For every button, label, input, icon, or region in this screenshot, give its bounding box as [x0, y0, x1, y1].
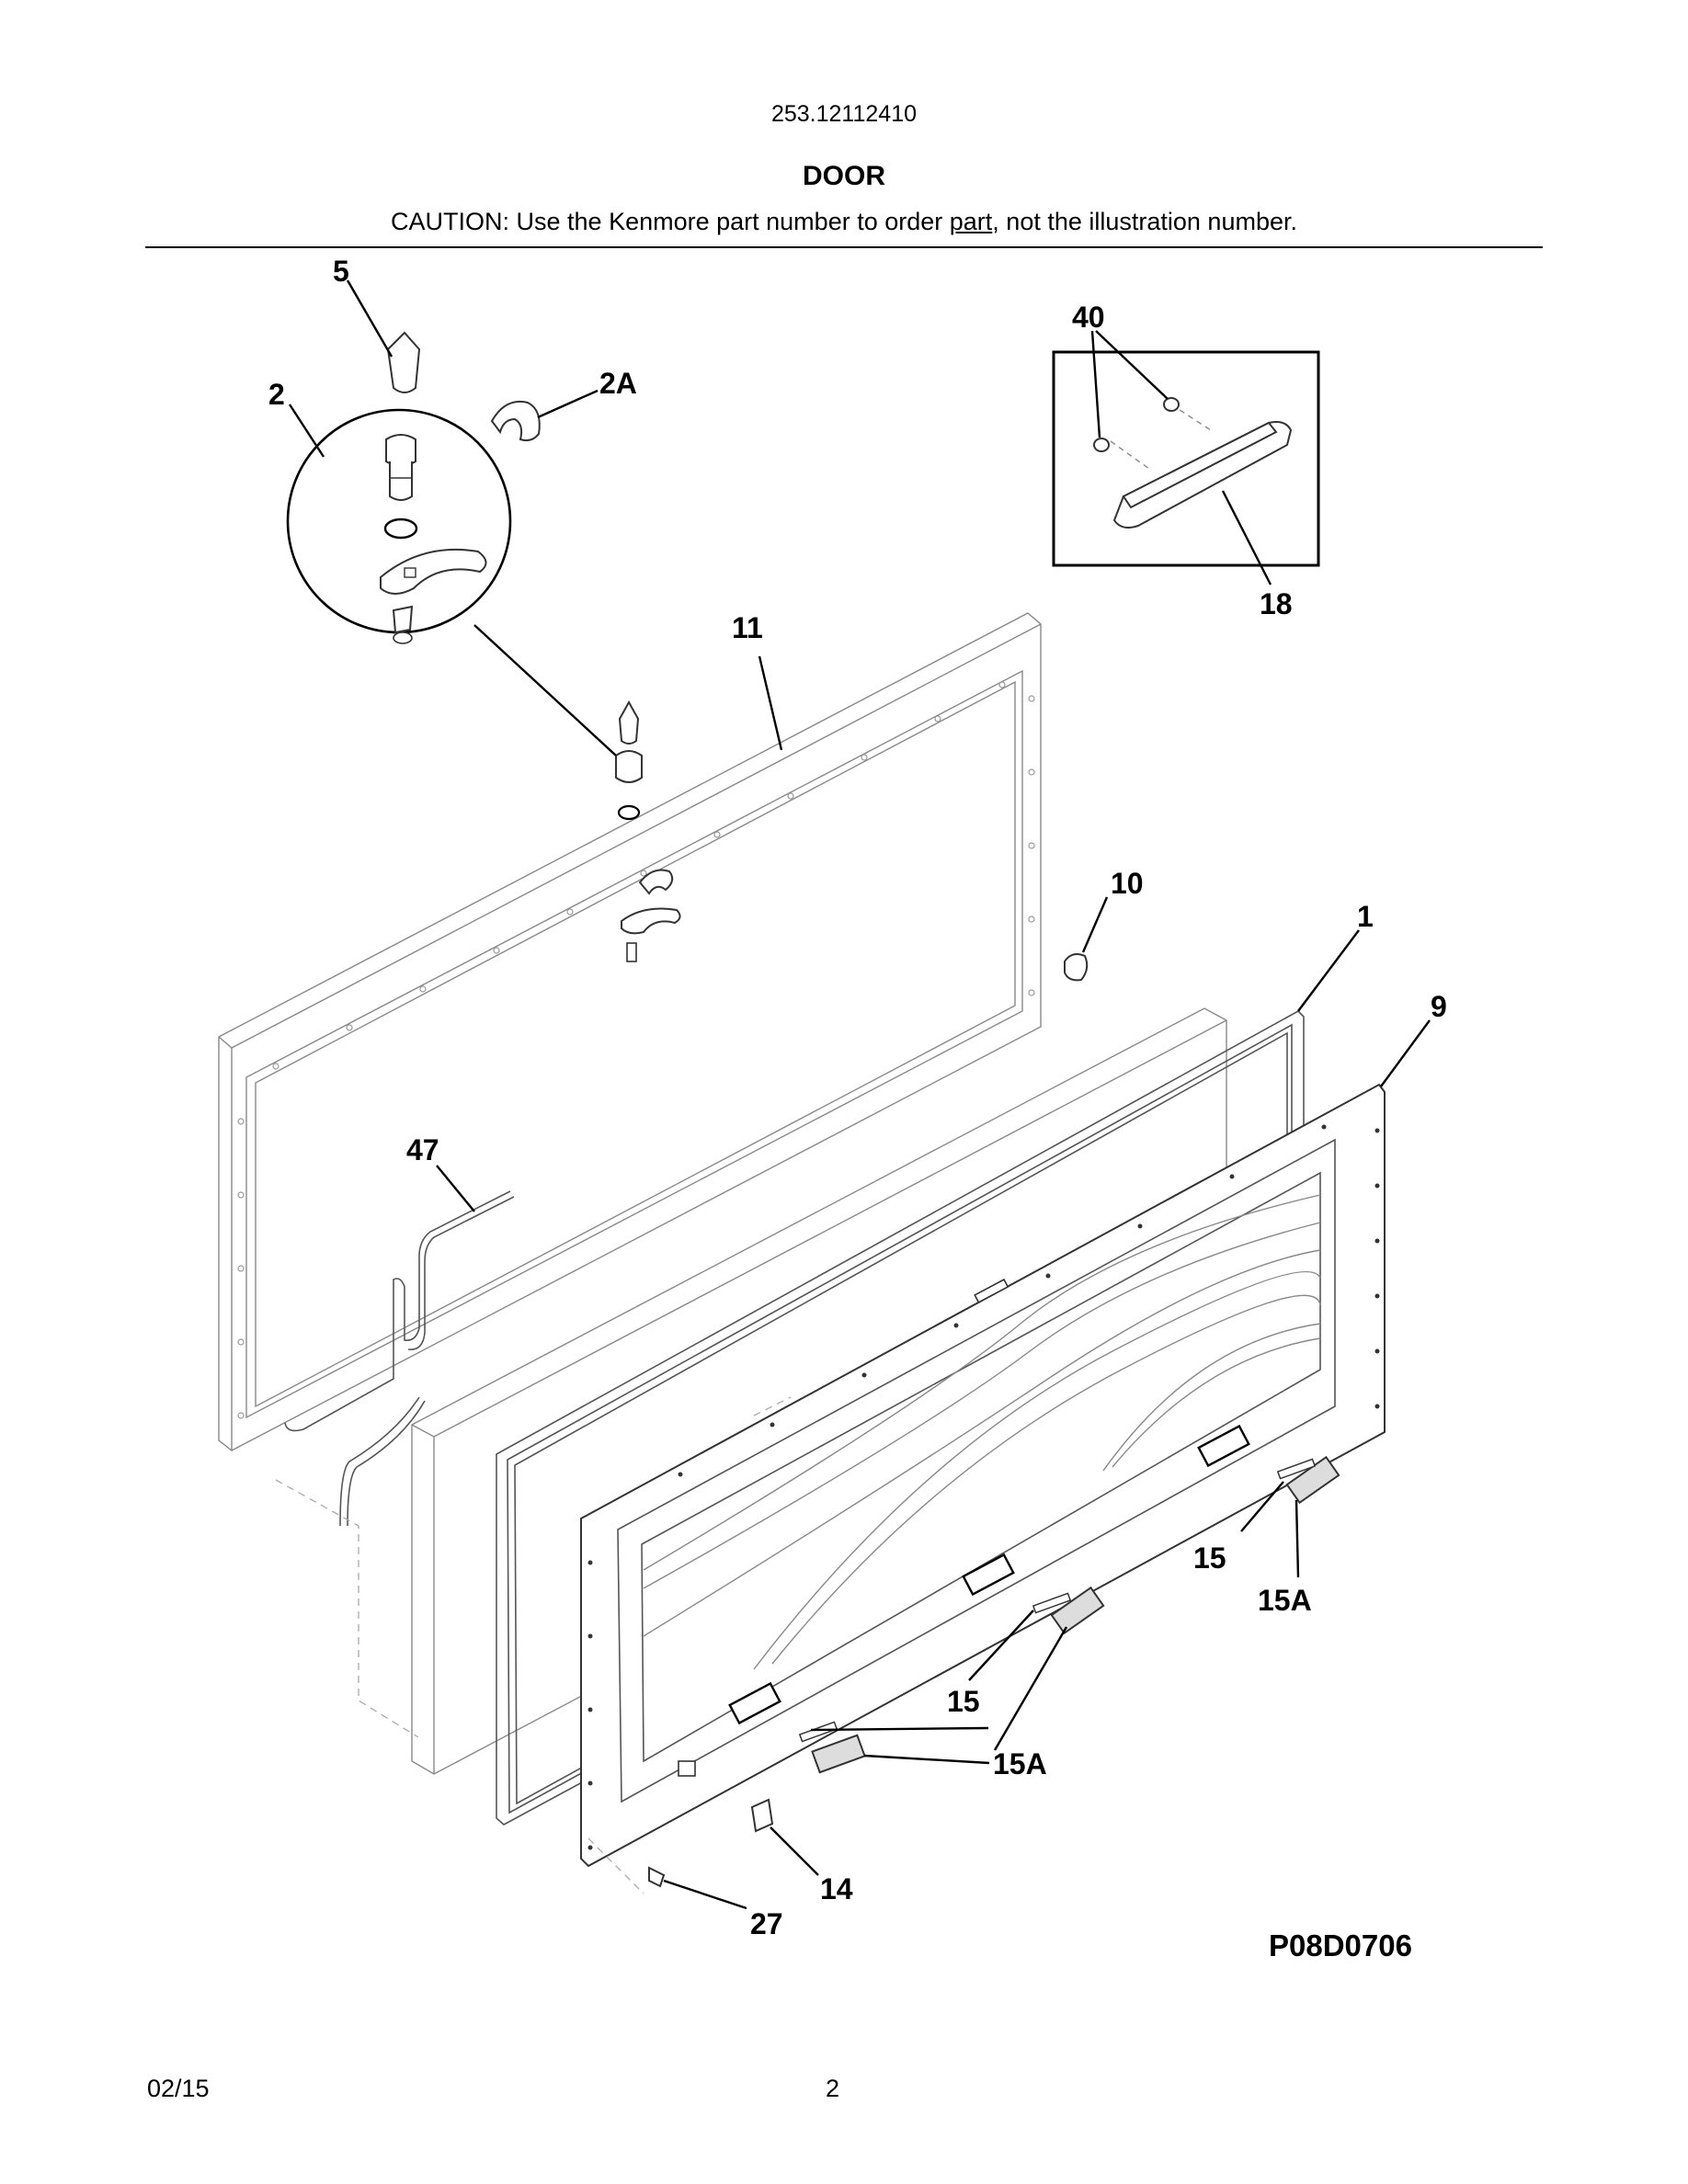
door-frame-part-11 [218, 612, 1042, 1451]
switch-part-14 [750, 1798, 774, 1833]
caution-text-start: CAUTION: Use the Kenmore part number to … [391, 208, 950, 235]
caution-note: CAUTION: Use the Kenmore part number to … [0, 208, 1688, 236]
leader-lines [288, 279, 1431, 1910]
callout-15a-mid: 15A [993, 1747, 1047, 1780]
callout-2: 2 [268, 378, 285, 411]
heater-wire-part-47 [284, 1190, 515, 1527]
callout-15-right: 15 [1193, 1541, 1226, 1575]
diagram-code: P08D0706 [1269, 1928, 1412, 1962]
header-rule [145, 246, 1543, 248]
callout-27: 27 [750, 1907, 783, 1940]
hinge-detail-circle [286, 408, 512, 644]
callout-15-mid: 15 [947, 1685, 980, 1718]
callout-2a: 2A [599, 367, 637, 400]
callout-10: 10 [1111, 867, 1144, 900]
callout-40: 40 [1072, 301, 1105, 334]
handle-inset-box [1052, 350, 1320, 567]
footer-page-number: 2 [826, 2075, 840, 2102]
model-number: 253.12112410 [770, 101, 918, 127]
callout-11: 11 [732, 611, 763, 644]
lamp-covers [798, 1455, 1340, 1774]
callout-14: 14 [820, 1872, 853, 1905]
fastener-part-27 [648, 1866, 666, 1888]
section-title: DOOR [803, 161, 885, 191]
callout-18: 18 [1260, 587, 1293, 620]
caution-text-end: , not the illustration number. [992, 208, 1297, 235]
mounted-hinge-parts [615, 700, 681, 962]
caution-underlined-word: part [949, 208, 993, 235]
liner-part-9 [580, 1083, 1386, 1868]
bumper-part-10 [1064, 953, 1089, 982]
hinge-cover-part-5 [386, 331, 421, 393]
callout-1: 1 [1357, 900, 1374, 933]
callout-5: 5 [333, 255, 349, 288]
footer-date: 02/15 [147, 2075, 210, 2102]
callout-47: 47 [406, 1133, 439, 1166]
callout-labels: 5 2 2A 40 18 11 10 1 9 47 15 15A 15 15A … [268, 255, 1447, 1940]
assembly-dashed-lines [275, 1396, 792, 1894]
callout-9: 9 [1431, 990, 1447, 1023]
callout-15a-right: 15A [1258, 1584, 1312, 1617]
clip-part-2a [490, 401, 541, 442]
